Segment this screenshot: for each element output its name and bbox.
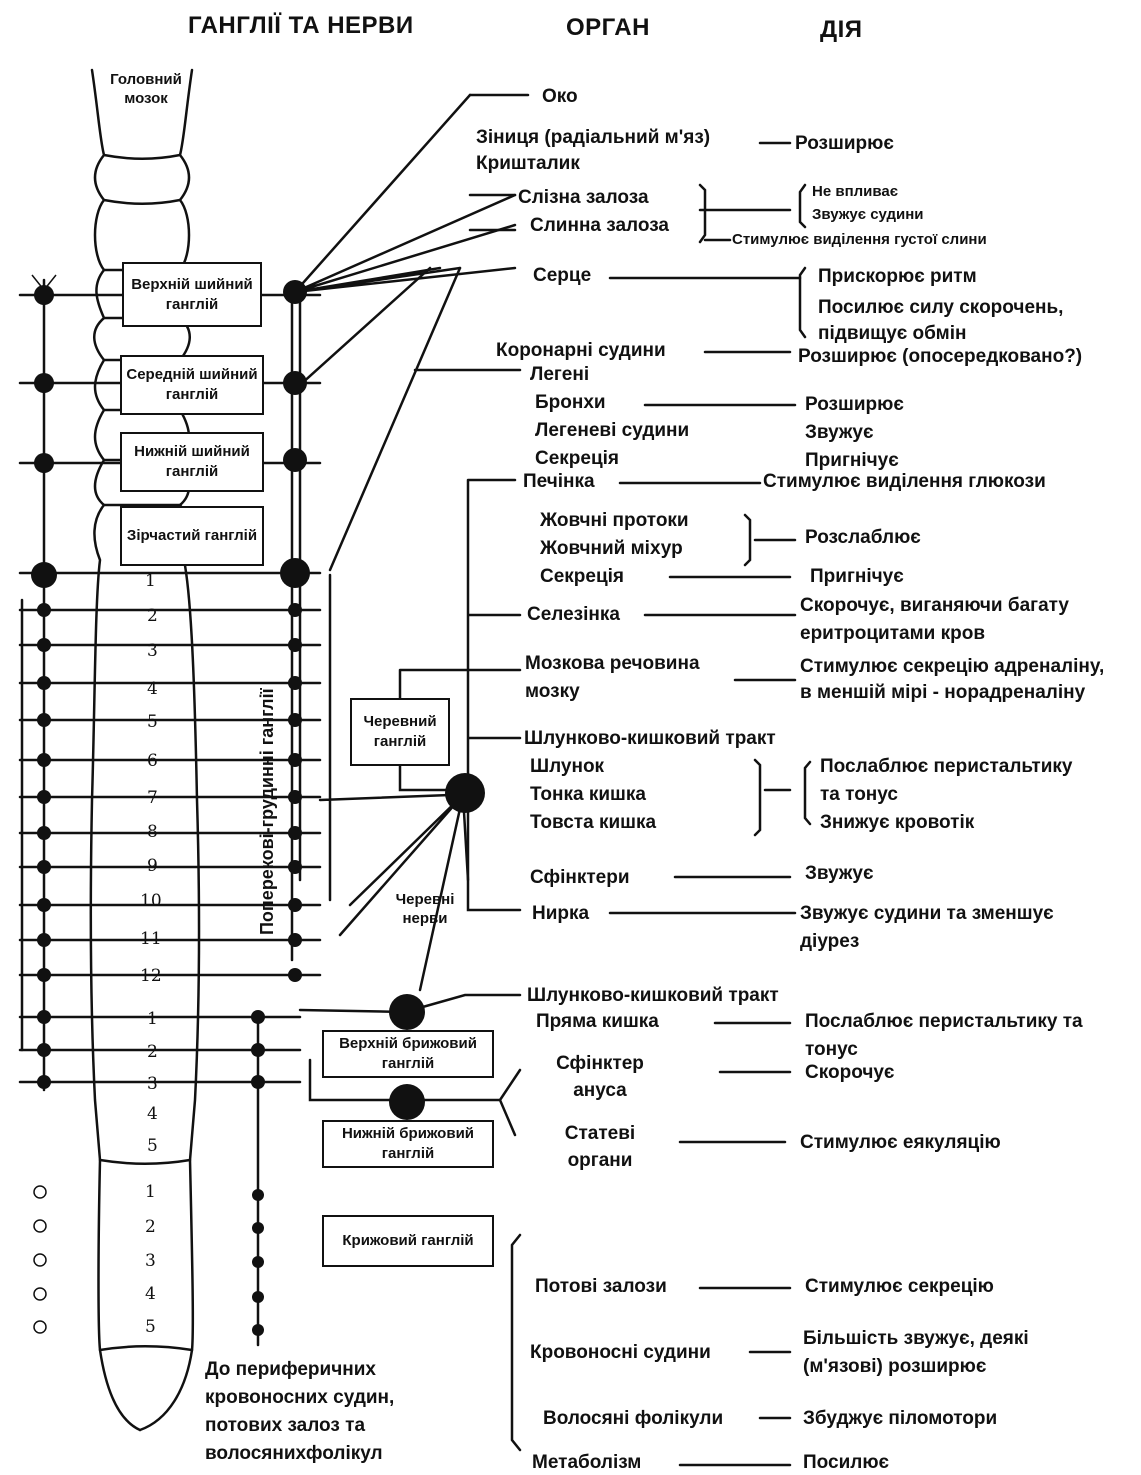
segment-l5: 5 xyxy=(147,1137,158,1155)
organ-gi-tract-2: Шлунково-кишковий тракт xyxy=(527,985,779,1007)
segment-l3: 3 xyxy=(147,1075,158,1093)
action-salivary-vessels: Звужує судини xyxy=(812,205,924,224)
organ-gi-tract: Шлунково-кишковий тракт xyxy=(524,728,776,750)
organ-liver: Печінка xyxy=(523,471,595,493)
header-organ: ОРГАН xyxy=(566,14,650,42)
organ-salivary: Слинна залоза xyxy=(530,215,669,237)
action-salivary-secretion: Стимулює виділення густої слини xyxy=(732,230,987,249)
paravertebral-label: Поперекові-грудинні ганглії xyxy=(257,688,278,935)
organ-coronary: Коронарні судини xyxy=(496,340,666,362)
organ-pulmonary-vessels: Легеневі судини xyxy=(535,420,689,442)
organ-sweat: Потові залози xyxy=(535,1276,667,1298)
segment-t7: 7 xyxy=(147,789,158,807)
brain-label: Головний мозок xyxy=(104,70,188,108)
segment-t4: 4 xyxy=(147,680,158,698)
segment-t8: 8 xyxy=(147,823,158,841)
action-anal-sphincter: Скорочує xyxy=(805,1062,894,1084)
organ-genitals: Статеві органи xyxy=(545,1120,655,1174)
action-blood-vessels: Більшість звужує, деякі (м'язові) розшир… xyxy=(803,1325,1103,1381)
organ-lungs: Легені xyxy=(530,364,589,386)
segment-t10: 10 xyxy=(140,892,162,910)
organ-blood-vessels: Кровоносні судини xyxy=(530,1342,711,1364)
segment-t2: 2 xyxy=(147,607,158,625)
action-coronary: Розширює (опосередковано?) xyxy=(798,346,1082,368)
segment-t11: 11 xyxy=(140,930,162,948)
segment-t12: 12 xyxy=(140,967,162,985)
organ-rectum: Пряма кишка xyxy=(536,1011,659,1033)
organ-metabolism: Метаболізм xyxy=(532,1452,641,1474)
segment-t1: 1 xyxy=(145,572,156,590)
organ-eye: Око xyxy=(542,86,578,108)
action-pupil: Розширює xyxy=(795,133,894,155)
organ-small-intestine: Тонка кишка xyxy=(530,784,646,806)
organ-adrenal-medulla: Мозкова речовина мозку xyxy=(525,650,735,706)
segment-t3: 3 xyxy=(147,642,158,660)
ganglion-inferior-cervical: Нижній шийний ганглій xyxy=(120,432,264,492)
ganglion-superior-mesenteric: Верхній брижовий ганглій xyxy=(322,1030,494,1078)
organ-bile-ducts: Жовчні протоки xyxy=(540,510,689,532)
segment-l2: 2 xyxy=(147,1043,158,1061)
organ-anal-sphincter: Сфінктер ануса xyxy=(545,1050,655,1104)
action-kidney: Звужує судини та зменшує діурез xyxy=(800,900,1060,956)
action-bile-secretion: Пригнічує xyxy=(810,566,904,588)
organ-lens: Кришталик xyxy=(476,153,580,175)
action-genitals: Стимулює еякуляцію xyxy=(800,1132,1001,1154)
action-gi-2: та тонус xyxy=(820,784,898,806)
action-lacrimal: Не впливає xyxy=(812,182,898,201)
segment-t9: 9 xyxy=(147,857,158,875)
organ-kidney: Нирка xyxy=(532,903,589,925)
organ-sphincters: Сфінктери xyxy=(530,867,630,889)
action-spleen: Скорочує, виганяючи багату еритроцитами … xyxy=(800,592,1130,648)
segment-l1: 1 xyxy=(147,1010,158,1028)
organ-hair: Волосяні фолікули xyxy=(543,1408,723,1430)
action-adrenal: Стимулює секрецію адреналіну, в меншій м… xyxy=(800,654,1120,706)
celiac-nerves-label: Черевні нерви xyxy=(385,890,465,928)
action-lung-secretion: Пригнічує xyxy=(805,450,899,472)
organ-bronchi: Бронхи xyxy=(535,392,606,414)
action-gi-1: Послаблює перистальтику xyxy=(820,756,1072,778)
segment-s4: 4 xyxy=(145,1285,156,1303)
action-pulmonary-vessels: Звужує xyxy=(805,422,873,444)
ganglion-superior-cervical: Верхній шийний ганглій xyxy=(122,262,262,327)
segment-s5: 5 xyxy=(145,1318,156,1336)
ganglion-sacral: Крижовий ганглій xyxy=(322,1215,494,1267)
segment-l4: 4 xyxy=(147,1105,158,1123)
segment-t5: 5 xyxy=(147,713,158,731)
header-action: ДІЯ xyxy=(820,16,863,44)
organ-spleen: Селезінка xyxy=(527,604,620,626)
segment-s1: 1 xyxy=(145,1183,156,1201)
segment-t6: 6 xyxy=(147,752,158,770)
action-gi-3: Знижує кровотік xyxy=(820,812,974,834)
action-bile: Розслаблює xyxy=(805,527,921,549)
segment-s3: 3 xyxy=(145,1252,156,1270)
action-hair: Збуджує піломотори xyxy=(803,1408,997,1430)
action-heart-force: Посилює силу скорочень, xyxy=(818,297,1063,319)
footnote: До периферичних кровоносних судин, потов… xyxy=(205,1356,445,1468)
action-liver: Стимулює виділення глюкози xyxy=(763,471,1046,493)
ganglion-inferior-mesenteric: Нижній брижовий ганглій xyxy=(322,1120,494,1168)
organ-heart: Серце xyxy=(533,265,591,287)
ganglion-middle-cervical: Середній шийний ганглій xyxy=(120,355,264,415)
segment-s2: 2 xyxy=(145,1218,156,1236)
organ-gallbladder: Жовчний міхур xyxy=(540,538,683,560)
organ-pupil: Зіниця (радіальний м'яз) xyxy=(476,127,710,149)
organ-lacrimal: Слізна залоза xyxy=(518,187,649,209)
header-ganglia: ГАНГЛІЇ ТА НЕРВИ xyxy=(188,12,414,40)
ganglion-celiac: Черевний ганглій xyxy=(350,698,450,766)
action-heart-rate: Прискорює ритм xyxy=(818,266,977,288)
action-metabolism: Посилює xyxy=(803,1452,889,1474)
action-sphincters: Звужує xyxy=(805,863,873,885)
organ-bile-secretion: Секреція xyxy=(540,566,624,588)
action-rectum: Послаблює перистальтику та тонус xyxy=(805,1008,1105,1064)
organ-large-intestine: Товста кишка xyxy=(530,812,656,834)
organ-stomach: Шлунок xyxy=(530,756,604,778)
action-heart-metab: підвищує обмін xyxy=(818,323,966,345)
action-bronchi: Розширює xyxy=(805,394,904,416)
action-sweat: Стимулює секрецію xyxy=(805,1276,994,1298)
ganglion-stellate: Зірчастий ганглій xyxy=(120,506,264,566)
organ-lung-secretion: Секреція xyxy=(535,448,619,470)
